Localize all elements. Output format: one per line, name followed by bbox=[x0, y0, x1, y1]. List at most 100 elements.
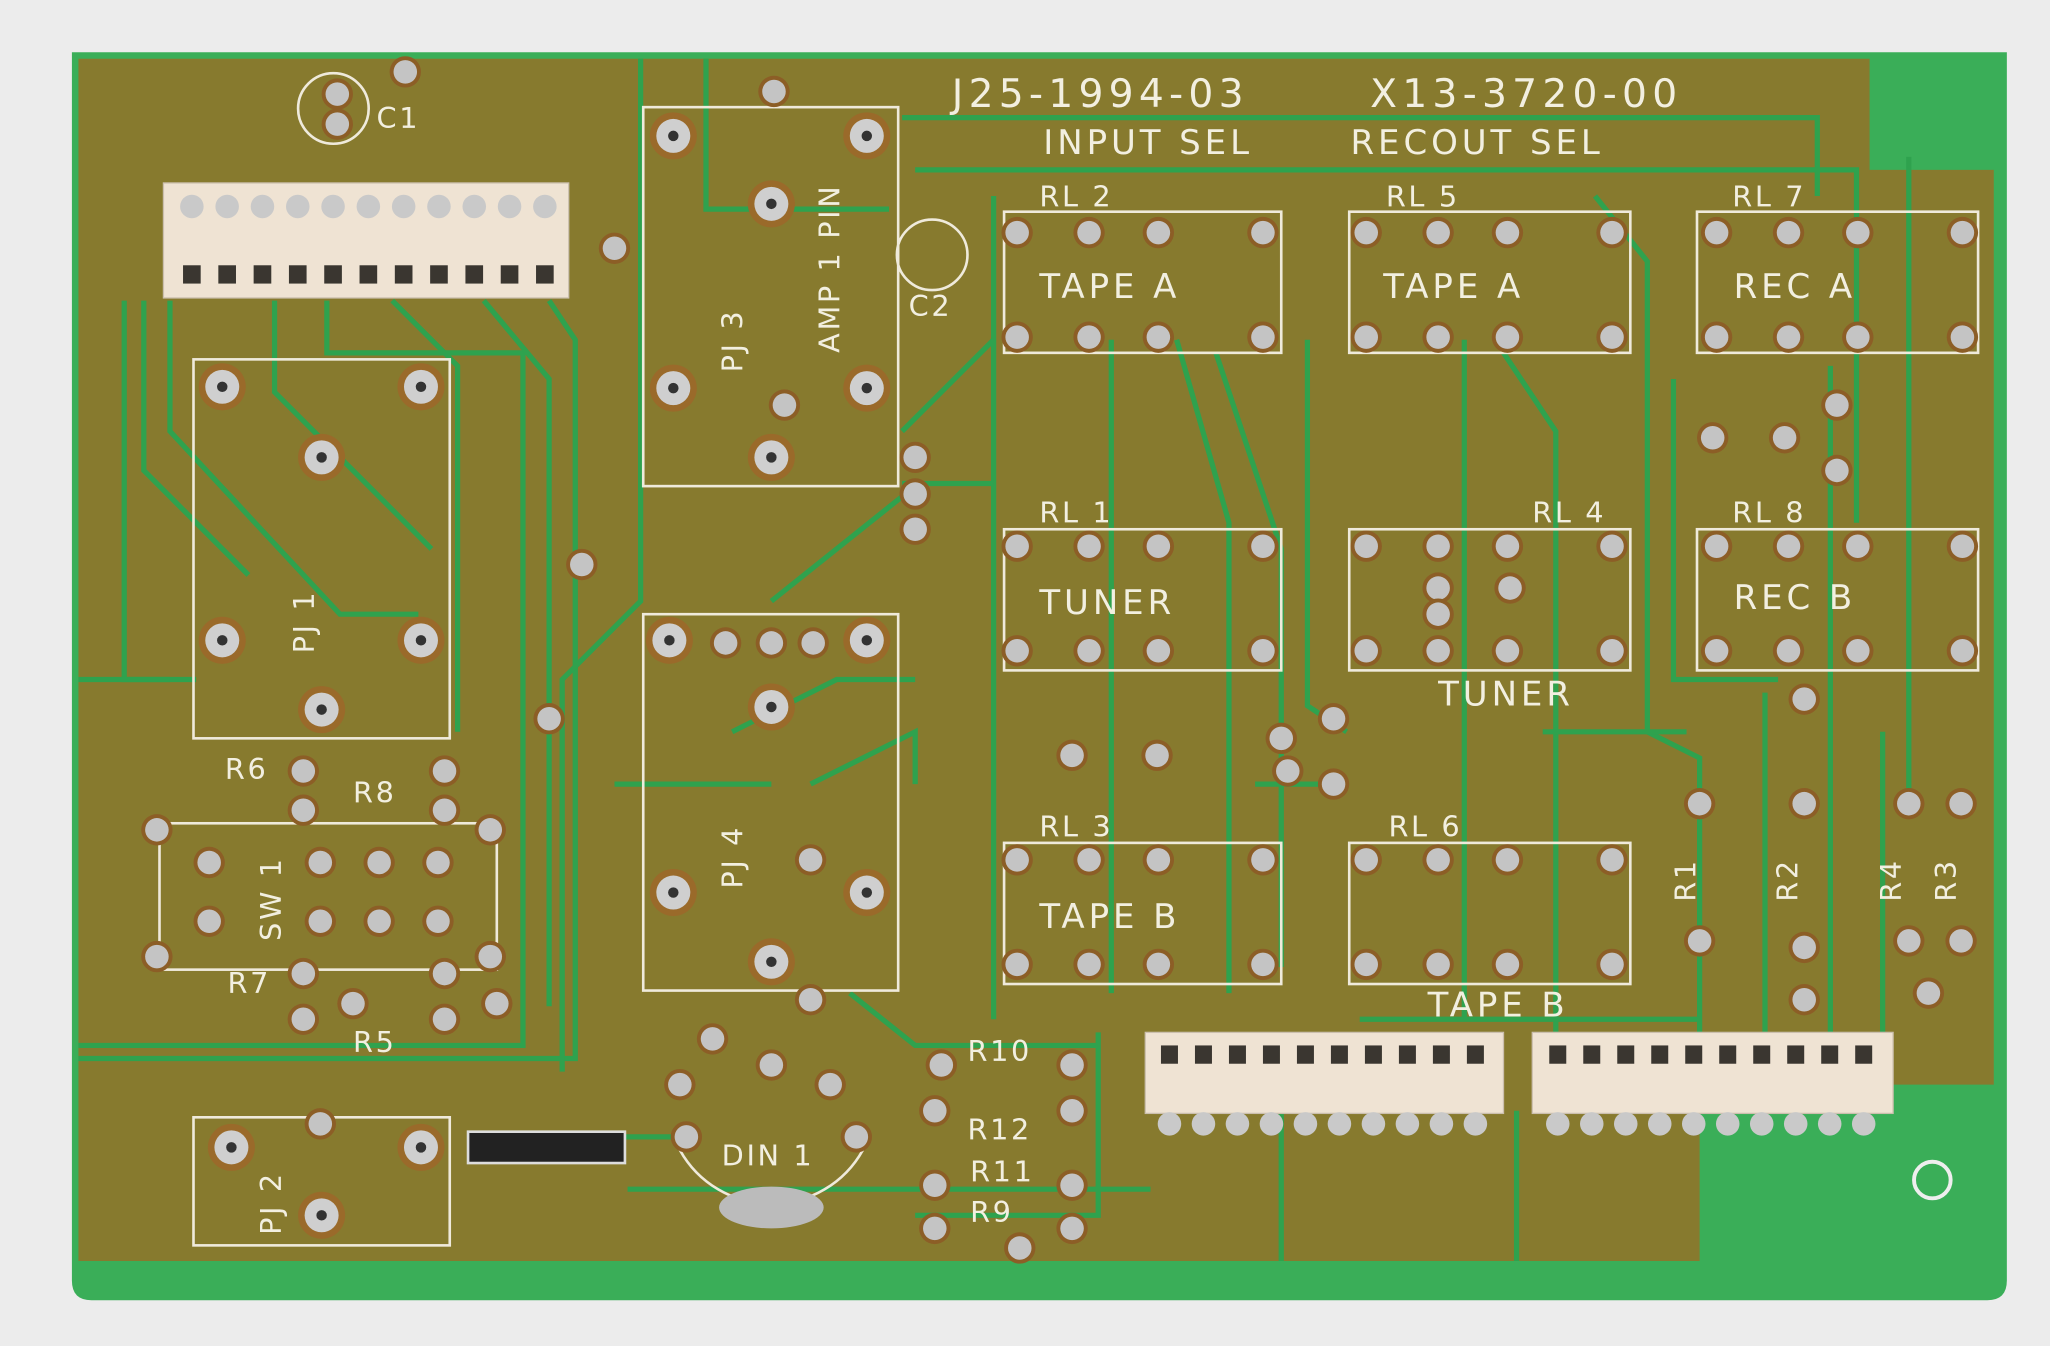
r7-label: R7 bbox=[227, 966, 271, 1000]
drill-hole bbox=[217, 381, 228, 393]
solder-pad bbox=[1005, 848, 1029, 872]
connector-slot bbox=[218, 265, 236, 284]
solder-pad bbox=[1704, 220, 1729, 245]
solder-pad bbox=[1145, 743, 1169, 768]
solder-pad bbox=[367, 909, 391, 934]
solder-pad bbox=[1776, 534, 1801, 559]
solder-pad bbox=[1700, 426, 1725, 450]
connector-pin bbox=[462, 194, 487, 219]
sw1-label: SW 1 bbox=[254, 856, 288, 941]
copper-trace bbox=[703, 58, 890, 212]
rl4-label: RL 4 bbox=[1532, 496, 1606, 530]
solder-pad bbox=[1687, 929, 1712, 953]
solder-pad bbox=[1146, 848, 1171, 872]
connector-slot bbox=[1719, 1045, 1737, 1064]
solder-pad bbox=[1495, 534, 1520, 559]
connector-slot bbox=[1685, 1045, 1703, 1064]
solder-pad bbox=[1846, 534, 1870, 559]
solder-pad bbox=[1825, 393, 1849, 417]
copper-trace bbox=[915, 1032, 1101, 1218]
solder-pad bbox=[759, 631, 784, 655]
solder-pad bbox=[1792, 987, 1816, 1012]
amp-pin-label: AMP 1 PIN bbox=[812, 184, 846, 353]
solder-pad bbox=[602, 236, 627, 261]
solder-pad bbox=[1077, 534, 1101, 559]
solder-pad bbox=[1495, 848, 1520, 872]
connector-pin bbox=[1463, 1112, 1488, 1136]
solder-pad bbox=[145, 944, 169, 969]
drill-hole bbox=[766, 956, 777, 968]
drill-hole bbox=[415, 381, 427, 393]
input-sel-label: INPUT SEL bbox=[1043, 123, 1253, 163]
solder-pad bbox=[1005, 220, 1029, 245]
connector-pin bbox=[1783, 1112, 1808, 1136]
connector-pin bbox=[356, 194, 381, 219]
solder-pad bbox=[1005, 952, 1029, 977]
solder-pad bbox=[1077, 639, 1101, 663]
solder-pad bbox=[772, 393, 797, 417]
solder-pad bbox=[1005, 325, 1029, 349]
solder-pad bbox=[1949, 929, 1973, 953]
connector-pin bbox=[1851, 1112, 1876, 1136]
solder-pad bbox=[426, 909, 450, 934]
r5-label: R5 bbox=[353, 1025, 397, 1059]
r11-label: R11 bbox=[970, 1154, 1034, 1188]
solder-pad bbox=[1146, 639, 1171, 663]
drill-hole bbox=[766, 452, 777, 463]
solder-pad bbox=[325, 112, 350, 136]
solder-pad bbox=[1600, 952, 1624, 977]
connector-slot bbox=[394, 265, 413, 284]
connector-pin bbox=[285, 194, 310, 219]
solder-pad bbox=[1146, 534, 1171, 559]
solder-pad bbox=[1426, 848, 1450, 872]
rl5-function-label: TAPE A bbox=[1382, 267, 1524, 307]
solder-pad bbox=[759, 1053, 784, 1077]
solder-pad bbox=[1251, 639, 1275, 663]
solder-pad bbox=[1949, 791, 1973, 816]
connector-pin bbox=[1429, 1112, 1454, 1136]
copper-trace bbox=[848, 991, 1099, 1049]
solder-pad bbox=[1897, 929, 1921, 953]
connector-slot bbox=[359, 265, 378, 284]
rl7-label: RL 7 bbox=[1732, 179, 1806, 213]
solder-pad bbox=[432, 798, 457, 822]
solder-pad bbox=[1792, 935, 1816, 960]
connector-slot bbox=[1855, 1045, 1873, 1064]
solder-pad bbox=[1792, 791, 1816, 816]
connector-slot bbox=[1228, 1045, 1246, 1064]
copper-trace bbox=[167, 300, 419, 617]
connector-pin bbox=[180, 194, 204, 219]
solder-pad bbox=[1426, 952, 1450, 977]
drill-hole bbox=[415, 635, 427, 646]
solder-pad bbox=[1354, 952, 1378, 977]
r1-label: R1 bbox=[1669, 858, 1703, 901]
connector-slot bbox=[1364, 1045, 1382, 1064]
solder-pad bbox=[1426, 576, 1450, 600]
drill-hole bbox=[766, 198, 777, 210]
connector-pin bbox=[1361, 1112, 1386, 1136]
r12-label: R12 bbox=[967, 1113, 1031, 1147]
solder-pad bbox=[1426, 534, 1450, 559]
pj1-label: PJ 1 bbox=[287, 590, 321, 654]
solder-pad bbox=[1792, 687, 1816, 711]
drill-hole bbox=[217, 635, 228, 646]
connector-pin bbox=[1817, 1112, 1842, 1136]
solder-pad bbox=[1269, 726, 1294, 751]
solder-pad bbox=[1950, 220, 1975, 245]
r9-label: R9 bbox=[970, 1195, 1014, 1229]
solder-pad bbox=[1354, 639, 1378, 663]
connector-pin bbox=[1259, 1112, 1284, 1136]
solder-pad bbox=[432, 1007, 457, 1032]
solder-pad bbox=[1687, 791, 1712, 816]
solder-pad bbox=[1426, 639, 1450, 663]
copper-trace bbox=[809, 727, 918, 787]
solder-pad bbox=[1772, 426, 1797, 450]
solder-pad bbox=[1846, 220, 1870, 245]
drill-hole bbox=[668, 887, 679, 898]
c1-label: C1 bbox=[377, 101, 421, 135]
solder-pad bbox=[1251, 534, 1275, 559]
connector-slot bbox=[1821, 1045, 1839, 1064]
rl8-function-label: REC B bbox=[1734, 578, 1857, 618]
connector-slot bbox=[1787, 1045, 1805, 1064]
rl3-label: RL 3 bbox=[1039, 809, 1113, 843]
